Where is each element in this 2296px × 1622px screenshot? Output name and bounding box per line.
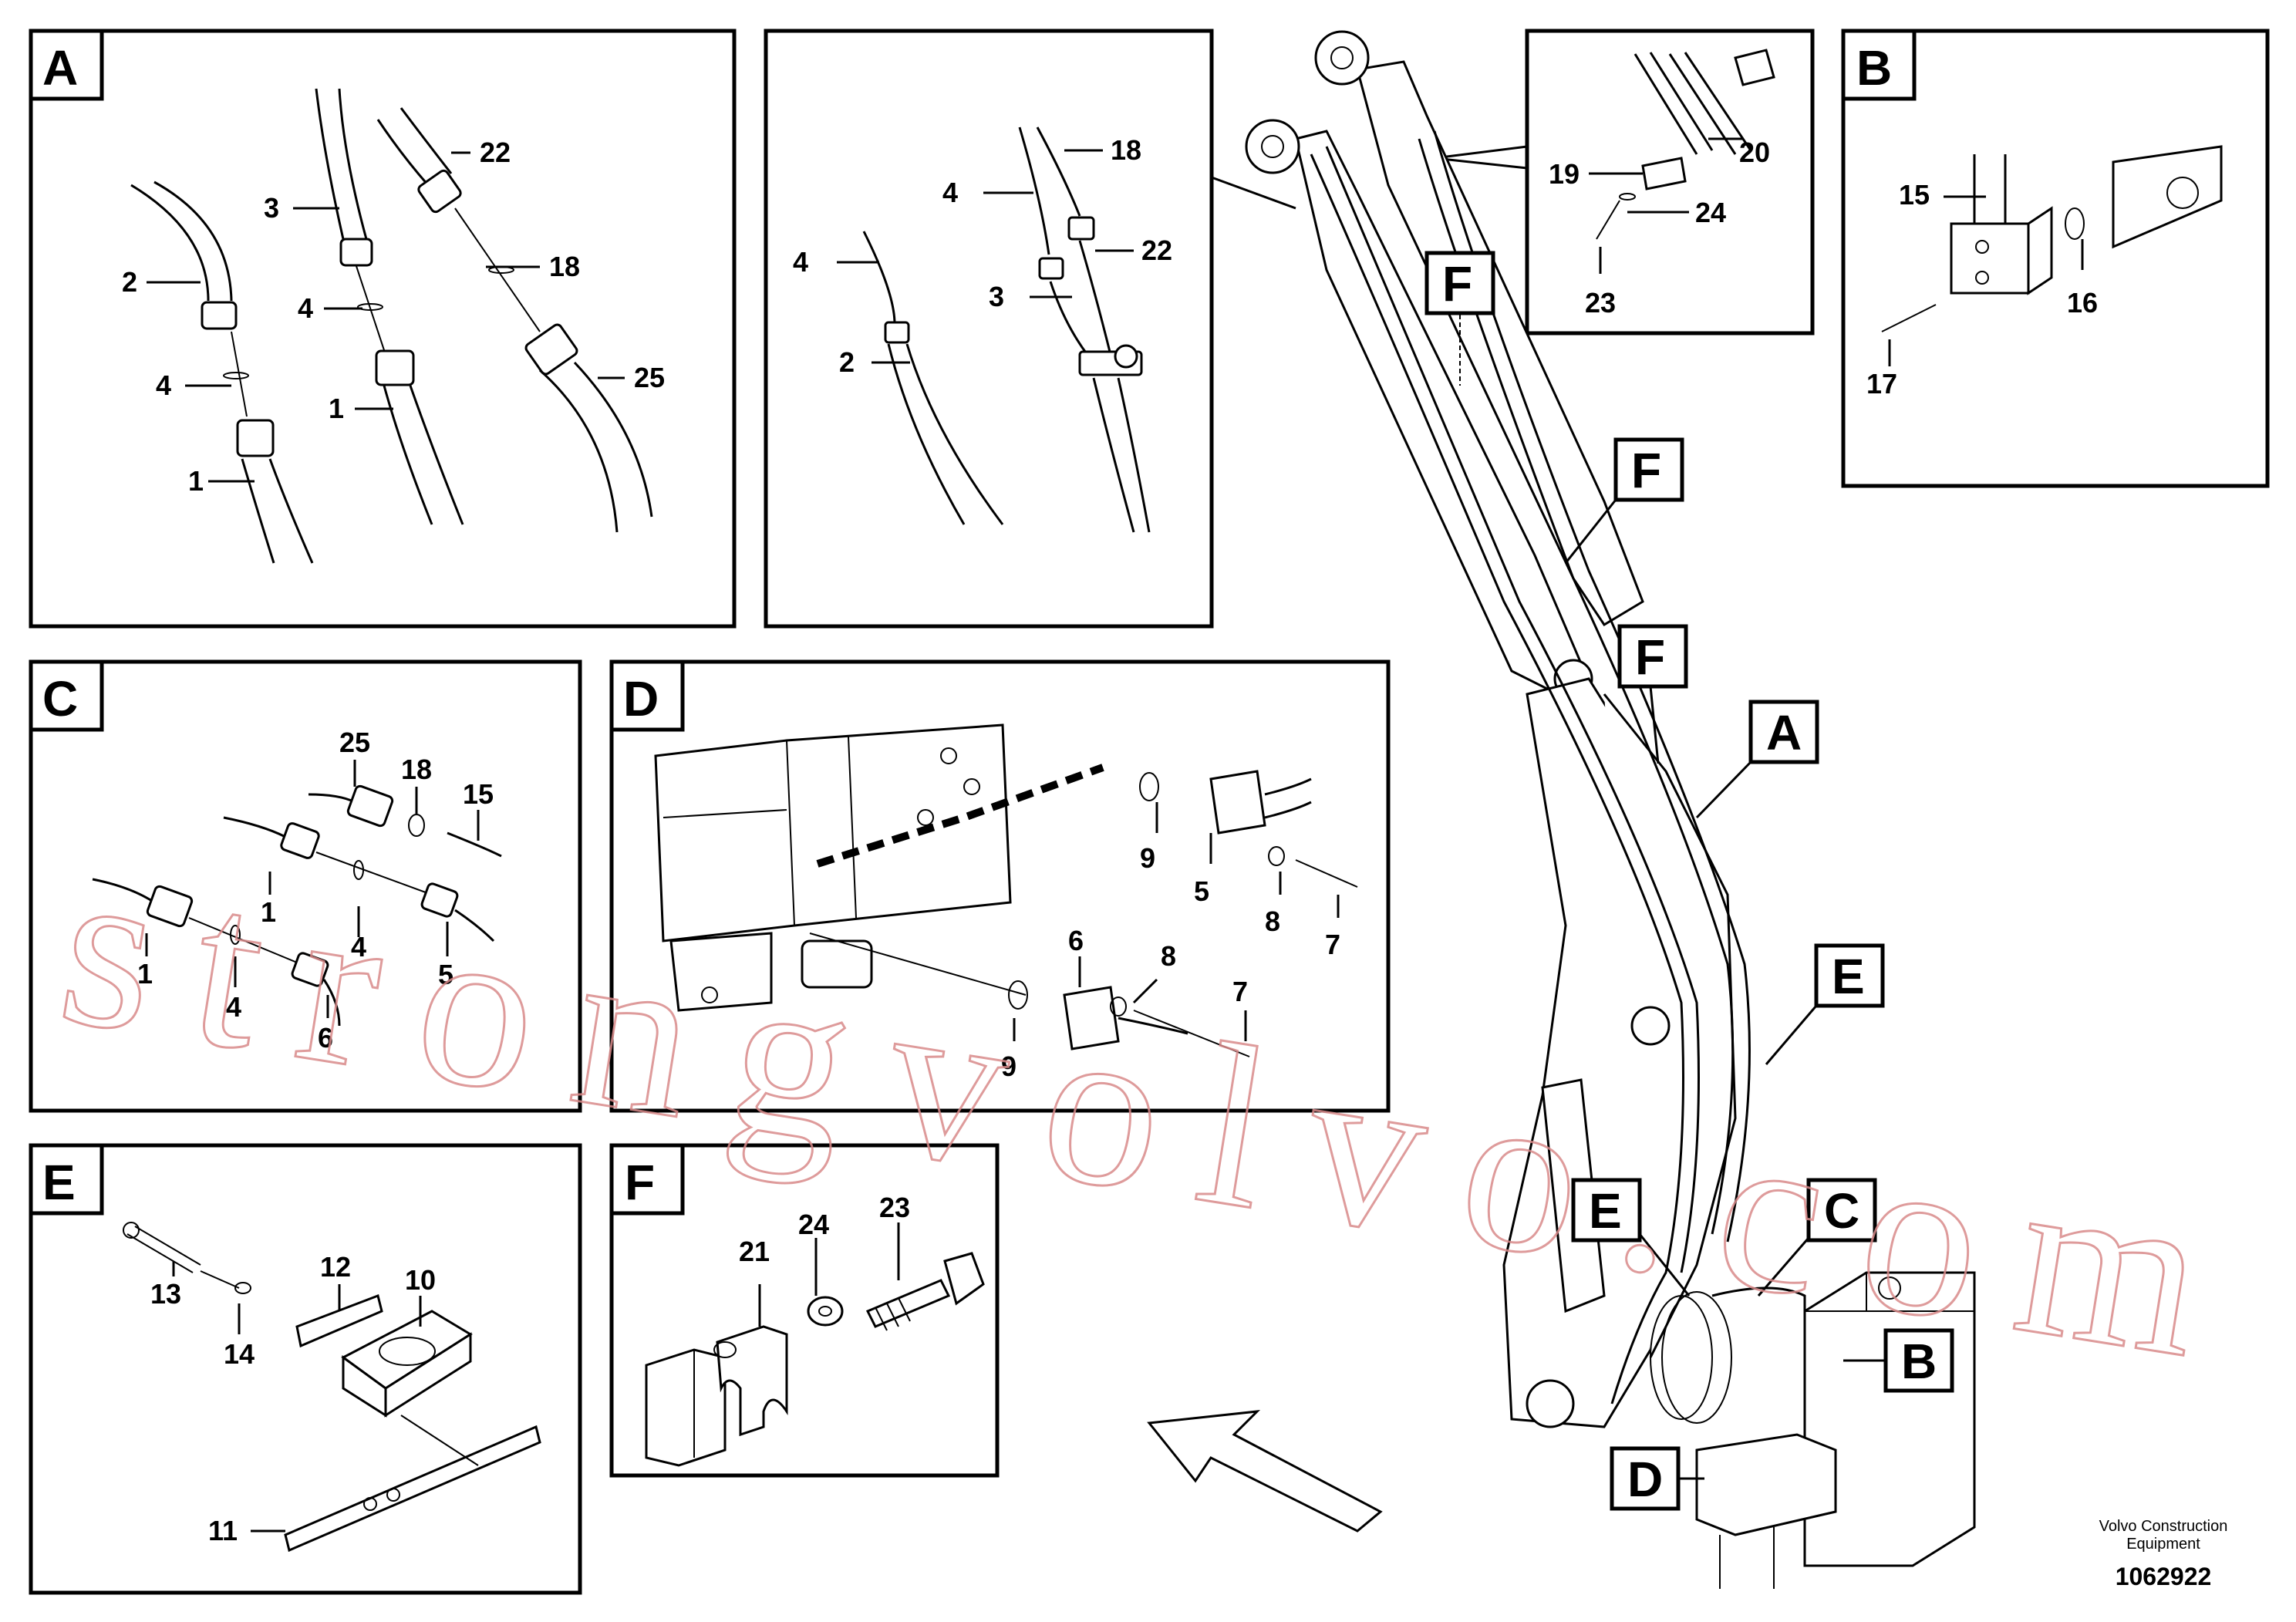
panel-b: B 15 16 17 (1841, 29, 2270, 488)
panel-d: D 9 5 8 7 (609, 659, 1391, 1113)
panel-e: E 13 14 12 10 11 (29, 1143, 582, 1595)
machine-tag-d: D (1627, 1452, 1663, 1507)
drawing-number: 1062922 (2116, 1563, 2212, 1590)
machine-tag-f: F (1635, 629, 1665, 685)
callout-8: 8 (1161, 940, 1176, 972)
callout-17: 17 (1866, 368, 1897, 400)
callout-19: 19 (1549, 158, 1580, 190)
footer: Volvo Construction Equipment 1062922 (2099, 1518, 2228, 1590)
callout-8: 8 (1265, 905, 1280, 937)
callout-9: 9 (1001, 1050, 1017, 1082)
brand-line-2: Equipment (2126, 1536, 2200, 1553)
callout-25: 25 (339, 727, 370, 758)
panel-top-right: 20 19 24 23 (1434, 29, 1815, 336)
callout-11: 11 (208, 1515, 238, 1546)
callout-22: 22 (1141, 234, 1172, 266)
callout-24: 24 (798, 1209, 829, 1240)
callout-18: 18 (1111, 134, 1141, 166)
callout-5: 5 (1194, 875, 1209, 907)
callout-4: 4 (793, 246, 808, 278)
callout-5: 5 (438, 959, 453, 990)
callout-15: 15 (463, 778, 494, 810)
brand-line-1: Volvo Construction (2099, 1518, 2228, 1535)
callout-25: 25 (634, 362, 665, 393)
machine-tag-f: F (1631, 443, 1661, 498)
callout-9: 9 (1140, 842, 1155, 874)
callout-6: 6 (318, 1022, 333, 1054)
callout-7: 7 (1232, 976, 1248, 1007)
machine-tag-a: A (1766, 705, 1802, 760)
panel-top-middle: 18 4 22 4 3 2 (764, 29, 1296, 629)
callout-14: 14 (224, 1338, 255, 1370)
callout-3: 3 (264, 192, 279, 224)
callout-23: 23 (879, 1192, 910, 1223)
panel-f-tag: F (625, 1155, 655, 1210)
callout-21: 21 (739, 1236, 770, 1267)
callout-23: 23 (1585, 287, 1616, 319)
machine-tag-f: F (1442, 256, 1472, 312)
panel-a: A 22 3 (29, 29, 737, 629)
callout-24: 24 (1695, 197, 1726, 228)
callout-15: 15 (1899, 179, 1930, 211)
panel-c-tag: C (42, 671, 78, 727)
callout-4: 4 (298, 292, 313, 324)
callout-12: 12 (320, 1251, 351, 1283)
machine-tag-e: E (1832, 949, 1865, 1004)
callout-3: 3 (989, 281, 1004, 312)
panel-b-tag: B (1856, 40, 1892, 96)
callout-1: 1 (329, 393, 344, 424)
callout-1: 1 (261, 896, 276, 928)
machine-illustration: F F F A E E C B D (1245, 30, 1976, 1589)
callout-20: 20 (1739, 137, 1770, 168)
callout-10: 10 (405, 1264, 436, 1296)
machine-tag-e: E (1589, 1183, 1622, 1239)
callout-4: 4 (226, 991, 241, 1023)
callout-13: 13 (150, 1278, 181, 1310)
callout-2: 2 (122, 266, 137, 298)
callout-4: 4 (942, 177, 958, 208)
panel-e-tag: E (42, 1155, 76, 1210)
callout-7: 7 (1325, 929, 1340, 960)
callout-16: 16 (2067, 287, 2098, 319)
panel-f: F 21 24 23 (609, 1143, 1000, 1478)
panel-d-tag: D (623, 671, 659, 727)
callout-1: 1 (137, 958, 153, 990)
machine-tag-c: C (1824, 1183, 1859, 1239)
callout-4: 4 (156, 369, 171, 401)
callout-6: 6 (1068, 925, 1084, 956)
machine-tag-b: B (1901, 1334, 1937, 1389)
callout-18: 18 (549, 251, 580, 282)
panel-a-tag: A (42, 40, 78, 96)
callout-22: 22 (480, 137, 511, 168)
callout-18: 18 (401, 754, 432, 785)
direction-arrow-icon (1147, 1410, 1383, 1533)
panel-c: C 25 18 15 1 4 1 4 5 6 (29, 659, 582, 1113)
callout-1: 1 (188, 465, 204, 497)
callout-2: 2 (839, 346, 855, 378)
callout-4: 4 (351, 931, 366, 963)
